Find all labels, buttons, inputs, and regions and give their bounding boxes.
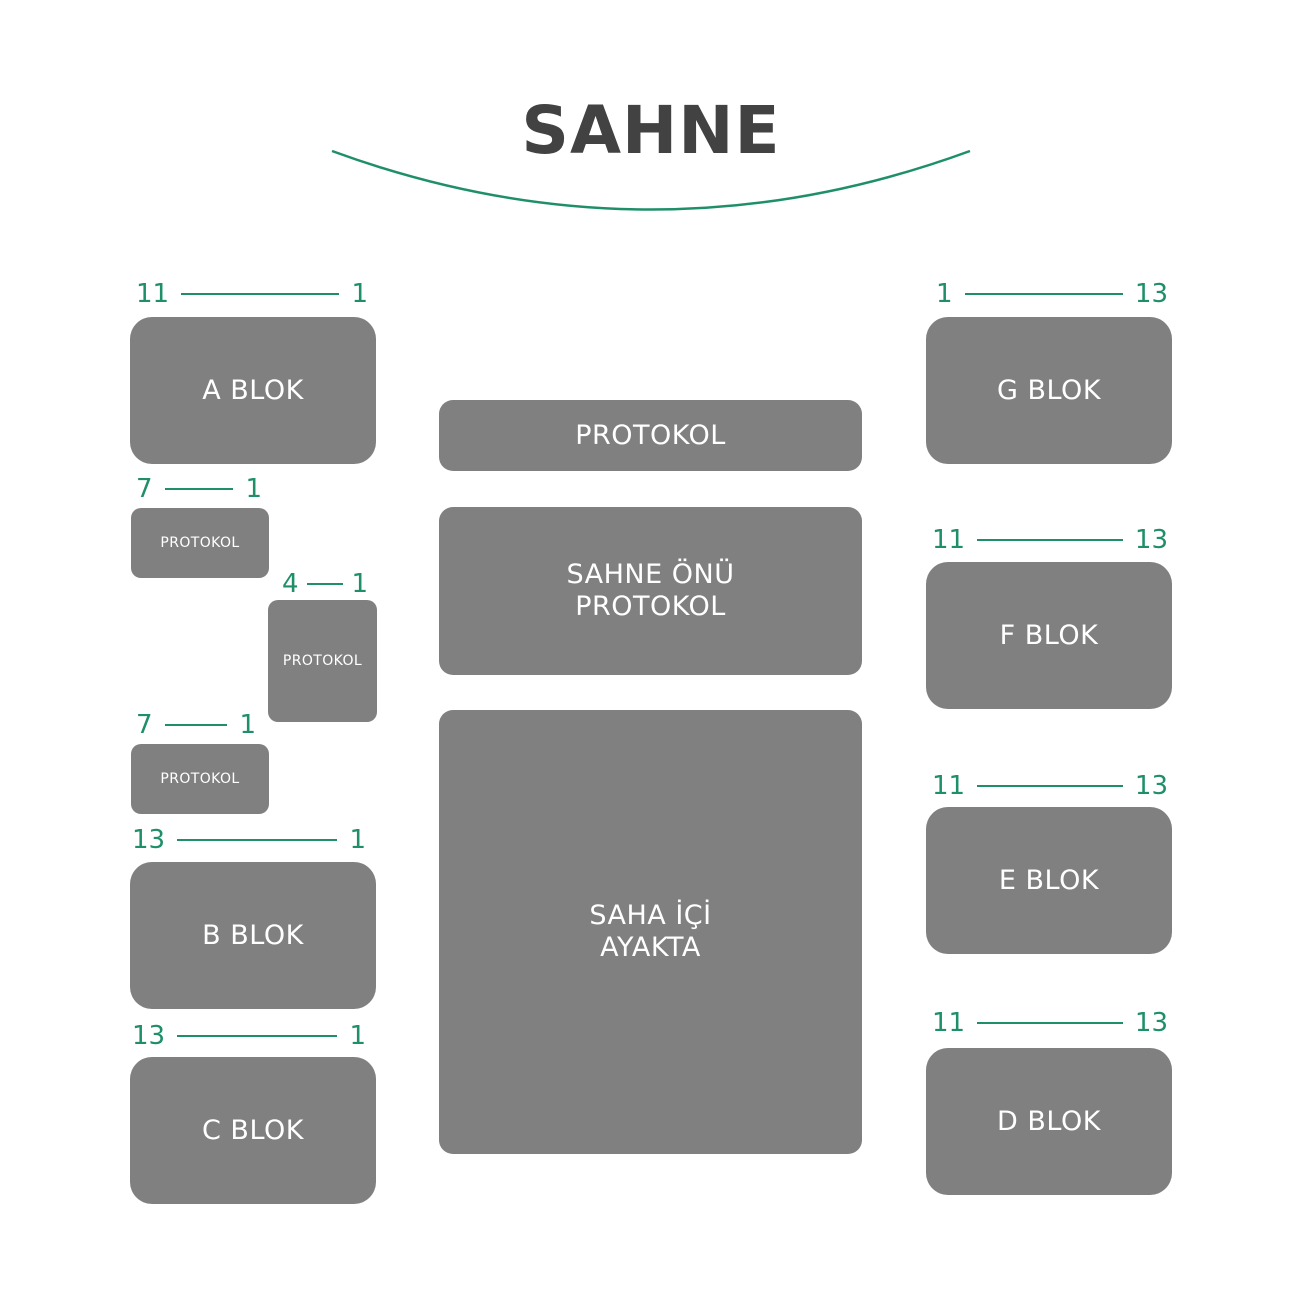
row-range-f-blok: 11 13: [932, 525, 1168, 555]
block-d[interactable]: D BLOK: [926, 1048, 1172, 1195]
row-to: 1: [351, 279, 368, 309]
row-to: 1: [245, 474, 262, 504]
row-from: 1: [936, 279, 953, 309]
row-range-g-blok: 1 13: [936, 279, 1168, 309]
block-c[interactable]: C BLOK: [130, 1057, 376, 1204]
row-to: 1: [349, 825, 366, 855]
row-from: 11: [136, 279, 170, 309]
row-range-line: [977, 1022, 1123, 1024]
row-range-line: [181, 293, 340, 295]
row-range-line: [177, 839, 338, 841]
row-range-protokol-2: 4 1: [282, 569, 368, 599]
block-a[interactable]: A BLOK: [130, 317, 376, 464]
row-range-protokol-3: 7 1: [136, 710, 256, 740]
row-to: 13: [1134, 1008, 1168, 1038]
row-to: 1: [351, 569, 368, 599]
row-range-line: [977, 539, 1123, 541]
row-to: 1: [239, 710, 256, 740]
block-protokol-left-2[interactable]: PROTOKOL: [268, 600, 377, 722]
row-from: 11: [932, 1008, 966, 1038]
row-to: 13: [1134, 525, 1168, 555]
block-g[interactable]: G BLOK: [926, 317, 1172, 464]
row-range-line: [164, 488, 234, 490]
row-to: 1: [349, 1021, 366, 1051]
row-from: 13: [132, 825, 166, 855]
block-protokol-left-1[interactable]: PROTOKOL: [131, 508, 269, 578]
row-range-line: [977, 785, 1123, 787]
row-range-protokol-1: 7 1: [136, 474, 262, 504]
row-from: 11: [932, 525, 966, 555]
block-protokol-center[interactable]: PROTOKOL: [439, 400, 862, 471]
row-to: 13: [1134, 279, 1168, 309]
block-b[interactable]: B BLOK: [130, 862, 376, 1009]
row-range-e-blok: 11 13: [932, 771, 1168, 801]
stage-arc: [331, 149, 971, 211]
row-to: 13: [1134, 771, 1168, 801]
block-f[interactable]: F BLOK: [926, 562, 1172, 709]
row-range-c-blok: 13 1: [132, 1021, 366, 1051]
block-protokol-left-3[interactable]: PROTOKOL: [131, 744, 269, 814]
row-from: 7: [136, 710, 153, 740]
row-from: 4: [282, 569, 299, 599]
row-from: 13: [132, 1021, 166, 1051]
row-range-d-blok: 11 13: [932, 1008, 1168, 1038]
block-saha-ici-ayakta[interactable]: SAHA İÇİ AYAKTA: [439, 710, 862, 1154]
row-range-line: [177, 1035, 338, 1037]
row-range-line: [164, 724, 228, 726]
row-range-b-blok: 13 1: [132, 825, 366, 855]
row-range-line: [964, 293, 1123, 295]
stage-title: SAHNE: [521, 92, 781, 169]
row-from: 11: [932, 771, 966, 801]
block-sahne-onu-protokol[interactable]: SAHNE ÖNÜ PROTOKOL: [439, 507, 862, 675]
row-range-line: [306, 583, 344, 585]
row-from: 7: [136, 474, 153, 504]
block-e[interactable]: E BLOK: [926, 807, 1172, 954]
row-range-a-blok: 11 1: [136, 279, 368, 309]
